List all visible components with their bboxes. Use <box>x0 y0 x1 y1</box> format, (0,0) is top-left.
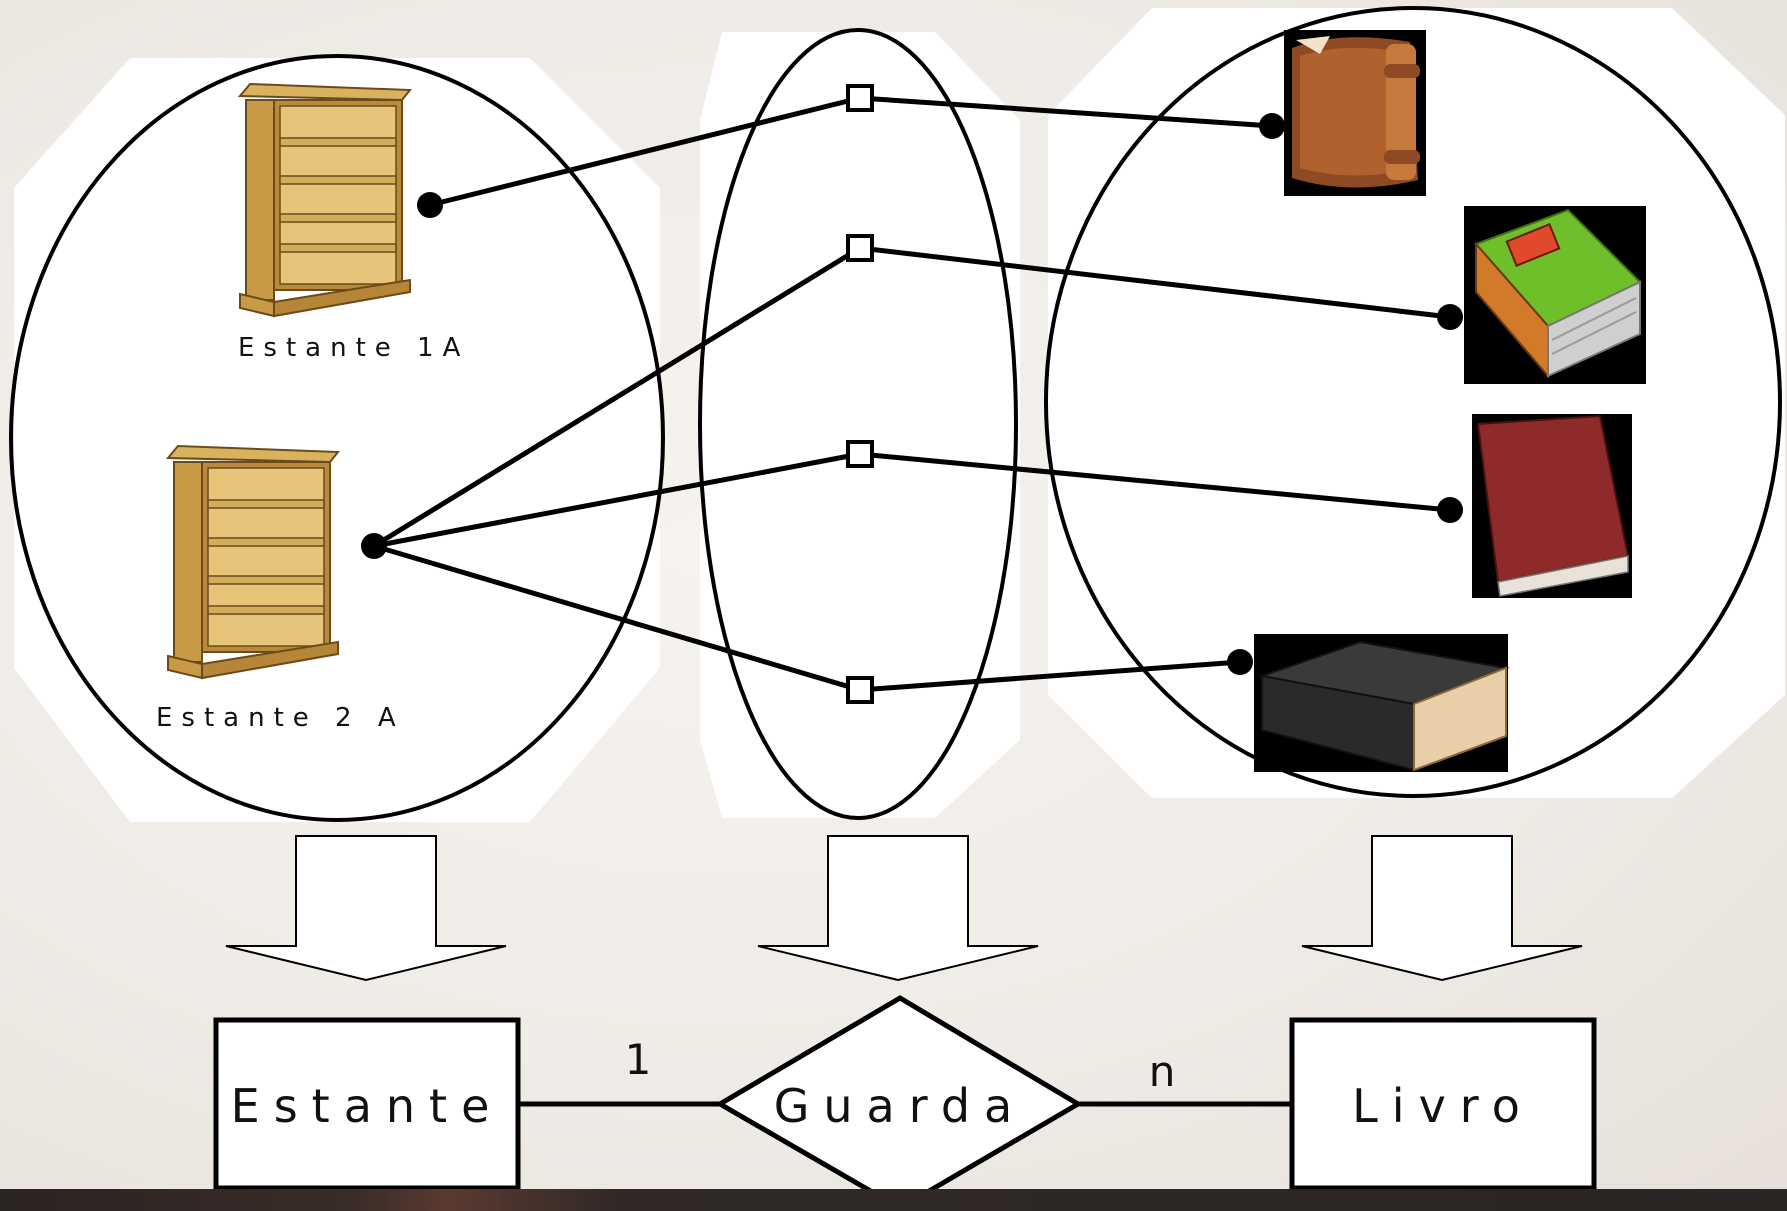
down-arrow-right-icon <box>1301 835 1583 982</box>
book-set-backdrop <box>1048 8 1785 798</box>
book-set-ellipse <box>1044 6 1782 798</box>
bottom-bar <box>0 1189 1787 1211</box>
shelf-1a-label: Estante 1A <box>238 333 469 363</box>
relation-instance-2 <box>846 234 874 262</box>
shelf-2a-label: Estante 2 A <box>156 703 405 733</box>
relation-set-ellipse <box>698 28 1018 820</box>
shelf-1a-dot <box>417 192 443 218</box>
black-book-icon <box>1254 634 1510 772</box>
green-book-icon <box>1464 206 1646 384</box>
shelf-set-ellipse <box>9 54 665 822</box>
down-arrow-left-icon <box>225 835 507 982</box>
green-book-dot <box>1437 304 1463 330</box>
entity-livro-box <box>1289 1017 1597 1191</box>
cardinality-right: n <box>1149 1047 1176 1096</box>
mapping-lines <box>372 95 1451 693</box>
red-book-dot <box>1437 497 1463 523</box>
entity-livro-label: Livro <box>1352 1079 1534 1133</box>
bookshelf-1a-icon <box>239 83 411 317</box>
entity-estante-label: Estante <box>231 1079 504 1133</box>
red-book-icon <box>1472 414 1632 598</box>
relation-instance-3 <box>846 440 874 468</box>
down-arrow-middle-icon <box>757 835 1039 982</box>
cardinality-left: 1 <box>625 1035 652 1084</box>
black-book-dot <box>1227 649 1253 675</box>
relation-instance-1 <box>846 84 874 112</box>
er-diagram: Estante Guarda Livro 1 n <box>213 995 1597 1211</box>
brown-book-icon <box>1284 30 1426 196</box>
brown-book-dot <box>1259 113 1285 139</box>
shelf-2a-dot <box>361 533 387 559</box>
entity-estante-box <box>213 1017 521 1191</box>
bookshelf-2a-icon <box>167 445 339 679</box>
relation-instance-4 <box>846 676 874 704</box>
relationship-guarda-label: Guarda <box>774 1079 1026 1133</box>
relation-set-backdrop <box>700 32 1020 818</box>
